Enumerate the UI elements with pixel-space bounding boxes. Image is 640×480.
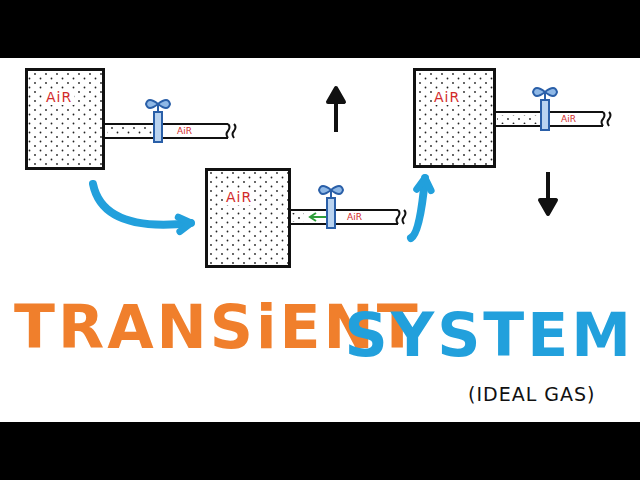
tank-dots xyxy=(208,171,288,265)
valve xyxy=(533,88,557,130)
pipe-dots xyxy=(497,115,537,124)
letterbox-bar xyxy=(0,0,640,58)
pipe xyxy=(105,124,236,138)
air-tank: AiR xyxy=(413,68,496,168)
tank-label: AiR xyxy=(44,89,74,105)
valve xyxy=(146,100,170,142)
air-tank: AiR xyxy=(25,68,105,170)
tank-dots xyxy=(416,71,493,165)
pipe-dots xyxy=(107,127,152,136)
tank-label: AiR xyxy=(224,189,254,205)
up-arrow xyxy=(328,88,344,132)
tank-label: AiR xyxy=(432,89,462,105)
valve xyxy=(319,186,343,228)
process-arrow xyxy=(93,184,191,232)
pipe-label: AiR xyxy=(176,126,193,136)
subtitle: (IDEAL GAS) xyxy=(468,383,595,405)
process-arrow xyxy=(411,178,431,238)
pipe-label: AiR xyxy=(346,212,363,222)
tank-dots xyxy=(28,71,102,167)
down-arrow xyxy=(540,172,556,214)
pipe-label: AiR xyxy=(560,114,577,124)
pipe-dots xyxy=(292,213,304,222)
letterbox-bar xyxy=(0,422,640,480)
pipe xyxy=(290,210,406,224)
pipe xyxy=(495,112,611,126)
title-word: SYSTEM xyxy=(345,300,635,370)
air-tank: AiR xyxy=(205,168,291,268)
